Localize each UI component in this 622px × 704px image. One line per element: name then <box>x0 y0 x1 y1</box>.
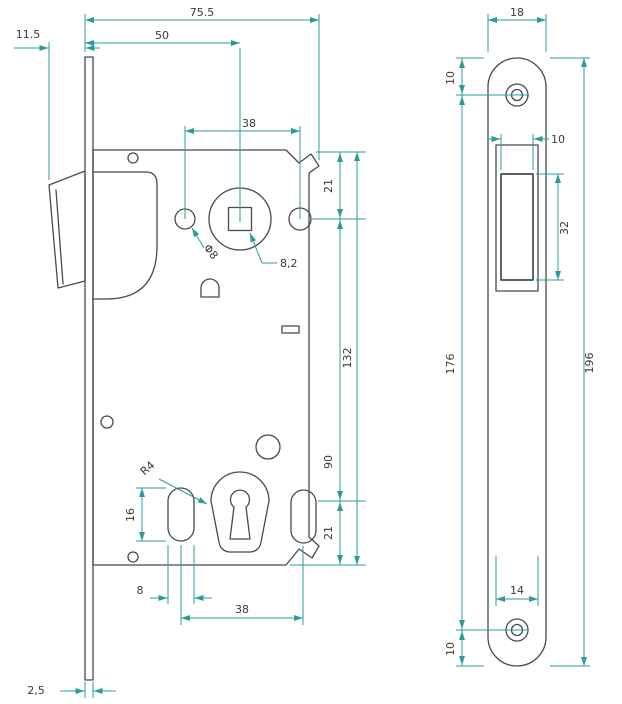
lower-right-slot <box>290 489 317 544</box>
lock-body-dimensions: 75.5 50 11.5 38 21 90 21 132 16 <box>14 6 366 698</box>
latch-bolt-front <box>500 173 534 281</box>
ext-slot-width <box>167 545 195 604</box>
latch-cutout <box>495 144 539 292</box>
dim-keyhole-to-bottom: 21 <box>322 526 335 540</box>
dim-latch-height: 32 <box>558 221 571 235</box>
ext-upper-hole-spacing <box>184 126 301 219</box>
top-fixing-hole <box>127 152 139 164</box>
dim-square-size: 8,2 <box>280 257 298 270</box>
ext-faceplate-thickness <box>84 682 94 698</box>
faceplate-view <box>487 57 547 667</box>
dim-latch-width: 10 <box>551 133 565 146</box>
dim-case-height: 132 <box>341 348 354 369</box>
slot-opening <box>281 325 300 334</box>
faceplate-outline <box>487 57 547 667</box>
dim-plate-width: 18 <box>510 6 524 19</box>
faceplate-edge-strip <box>84 56 94 681</box>
ext-slot-height <box>136 487 166 542</box>
dim-slot-height: 16 <box>124 508 137 522</box>
dim-screw-to-bottom: 10 <box>444 642 457 656</box>
latch-bevel-line <box>55 189 64 285</box>
lock-body-view <box>48 56 320 681</box>
dim-spindle-to-keyhole: 90 <box>322 455 335 469</box>
ext-right-chain <box>290 151 366 566</box>
dim-plate-length: 196 <box>583 353 596 374</box>
ext-latch-width <box>500 134 534 170</box>
middle-hole <box>255 434 281 460</box>
keyhole-cam <box>210 471 270 553</box>
ext-overall-width <box>84 14 320 160</box>
dim-lower-hole-spacing: 38 <box>235 603 249 616</box>
dim-fillet-radius: R4 <box>138 459 158 478</box>
ext-left-chain <box>456 57 529 667</box>
side-hole <box>100 415 114 429</box>
dim-slot-width: 8 <box>137 584 144 597</box>
dim-upper-hole-spacing: 38 <box>242 117 256 130</box>
leader-square-size-1 <box>249 232 263 264</box>
dim-backset: 50 <box>155 29 169 42</box>
latch-bolt <box>48 170 86 289</box>
lock-case-outline <box>92 149 320 566</box>
dim-latch-projection: 11.5 <box>16 28 41 41</box>
dim-hole-diameter: Φ8 <box>201 242 221 262</box>
dim-screw-spacing: 176 <box>444 354 457 375</box>
lower-left-slot <box>167 487 195 542</box>
dim-cutout-width: 14 <box>510 584 524 597</box>
leader-hole-diameter <box>191 227 205 249</box>
faceplate-dimensions: 18 10 176 10 196 32 10 14 <box>444 6 596 667</box>
ext-lower-hole-spacing <box>180 545 304 625</box>
dim-overall-width: 75.5 <box>190 6 215 19</box>
stop-pin <box>200 278 220 298</box>
leader-fillet-radius <box>158 478 208 505</box>
keyhole <box>229 489 251 540</box>
dim-top-to-screw: 10 <box>444 71 457 85</box>
follower-housing <box>92 171 158 300</box>
bottom-fixing-hole <box>127 551 139 563</box>
dim-top-to-spindle: 21 <box>322 179 335 193</box>
dim-faceplate-thickness: 2,5 <box>27 684 45 697</box>
